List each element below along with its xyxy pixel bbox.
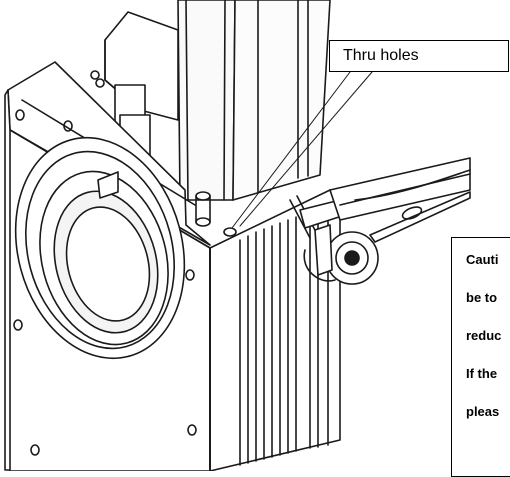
circular-flange — [14, 136, 186, 360]
flange-mounting-holes — [13, 109, 197, 456]
thru-holes — [195, 191, 237, 237]
caution-note-box: Cauti be to reduc If the pleas — [451, 237, 510, 477]
thru-holes-label: Thru holes — [343, 47, 419, 64]
vertical-rail — [177, 0, 331, 201]
caution-line-3: reduc — [466, 328, 502, 343]
callout-leader-lines — [231, 71, 373, 229]
caution-line-5: pleas — [466, 404, 500, 419]
caution-line-4: If the — [466, 366, 498, 381]
upper-bracket — [90, 11, 179, 161]
clamp-lever — [289, 157, 471, 285]
thru-holes-callout: Thru holes — [329, 40, 509, 72]
caution-line-1: Cauti — [466, 252, 499, 267]
caution-line-2: be to — [466, 290, 498, 305]
